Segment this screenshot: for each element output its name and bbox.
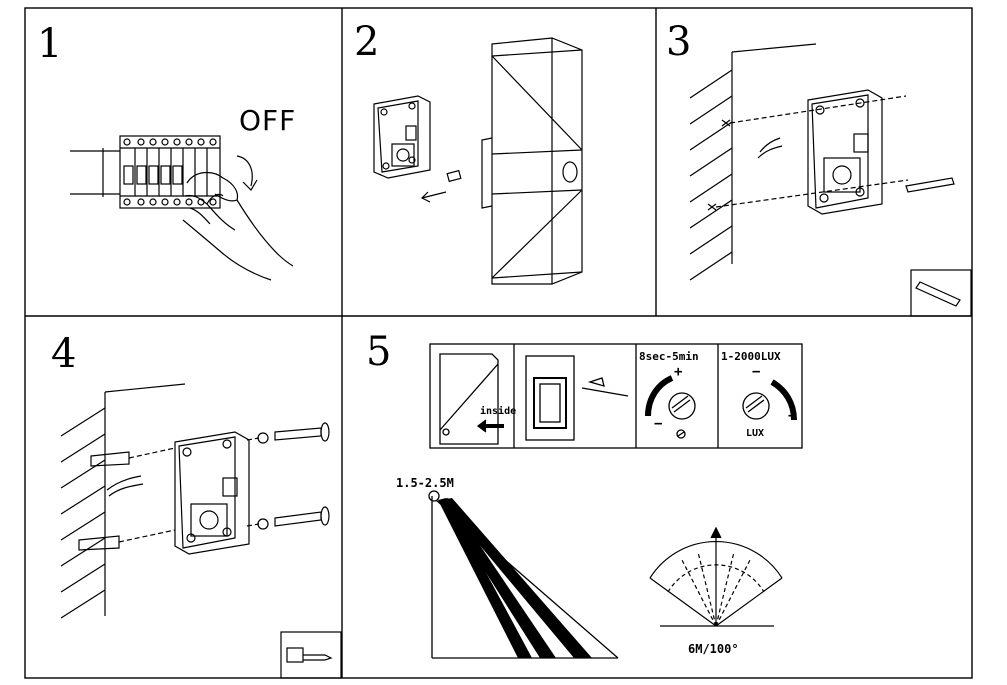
wall-drilling-illustration <box>689 43 972 317</box>
detection-side-view <box>428 490 619 659</box>
bracket-mounting-illustration <box>60 383 342 679</box>
breaker-hand-illustration <box>70 135 294 281</box>
bracket-removal-illustration <box>373 37 583 285</box>
detection-top-view <box>649 526 783 627</box>
step-5-number: 5 <box>366 329 392 375</box>
lux-minus: − <box>752 364 761 380</box>
step-2-panel: 2 <box>342 8 656 316</box>
inside-label: inside <box>480 406 517 417</box>
lux-plus: + <box>788 408 797 424</box>
time-minus: − <box>654 416 663 432</box>
step-2-number: 2 <box>354 19 380 65</box>
time-range-label: 8sec-5min <box>639 350 699 363</box>
step-4-panel: 4 <box>25 316 342 679</box>
lux-range-label: 1-2000LUX <box>721 350 781 363</box>
lux-label: LUX <box>746 428 765 439</box>
off-label: OFF <box>239 104 297 137</box>
step-3-number: 3 <box>666 19 692 65</box>
step-3-panel: 3 <box>656 8 972 317</box>
step-4-number: 4 <box>51 331 77 377</box>
time-plus: + <box>674 364 683 380</box>
step-1-panel: 1 OFF <box>25 8 342 316</box>
range-angle-label: 6M/100° <box>688 642 739 656</box>
mount-height-label: 1.5-2.5M <box>396 476 454 490</box>
step-1-number: 1 <box>37 21 63 67</box>
step-5-panel: 5 <box>342 316 972 678</box>
settings-strip <box>429 343 803 449</box>
